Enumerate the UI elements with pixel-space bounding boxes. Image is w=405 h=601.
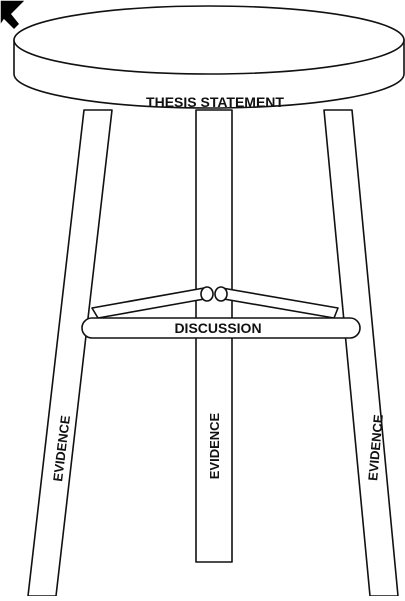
middle-leg-label: EVIDENCE <box>207 412 222 479</box>
discussion-label: DISCUSSION <box>174 320 261 336</box>
left-leg <box>27 109 113 597</box>
cursor-arrow-icon <box>0 0 28 32</box>
left-brace <box>91 286 214 319</box>
discussion-rung <box>81 317 361 339</box>
right-brace <box>214 286 339 319</box>
right-leg <box>323 109 399 597</box>
stool-seat <box>13 5 405 109</box>
thesis-statement-label: THESIS STATEMENT <box>146 94 284 110</box>
right-leg-label: EVIDENCE <box>365 414 386 482</box>
